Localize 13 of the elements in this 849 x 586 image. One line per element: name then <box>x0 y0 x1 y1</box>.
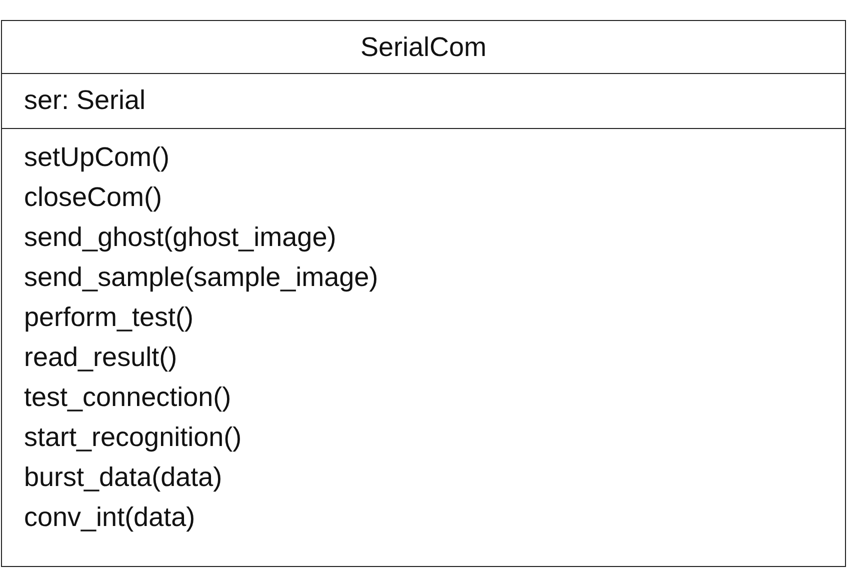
method-text: burst_data(data) <box>24 461 224 494</box>
method-text: send_sample(sample_image) <box>24 261 380 294</box>
method-text: closeCom() <box>24 181 164 214</box>
method-text: perform_test() <box>24 301 195 334</box>
class-name: SerialCom <box>359 30 488 64</box>
method-text: setUpCom() <box>24 141 171 174</box>
method-text: conv_int(data) <box>24 501 196 534</box>
method-text: start_recognition() <box>24 421 243 454</box>
method-text: test_connection() <box>24 381 232 414</box>
attribute-text: ser: Serial <box>24 84 147 117</box>
method-text: send_ghost(ghost_image) <box>24 221 338 254</box>
class-box <box>1 20 846 567</box>
method-text: read_result() <box>24 341 178 374</box>
